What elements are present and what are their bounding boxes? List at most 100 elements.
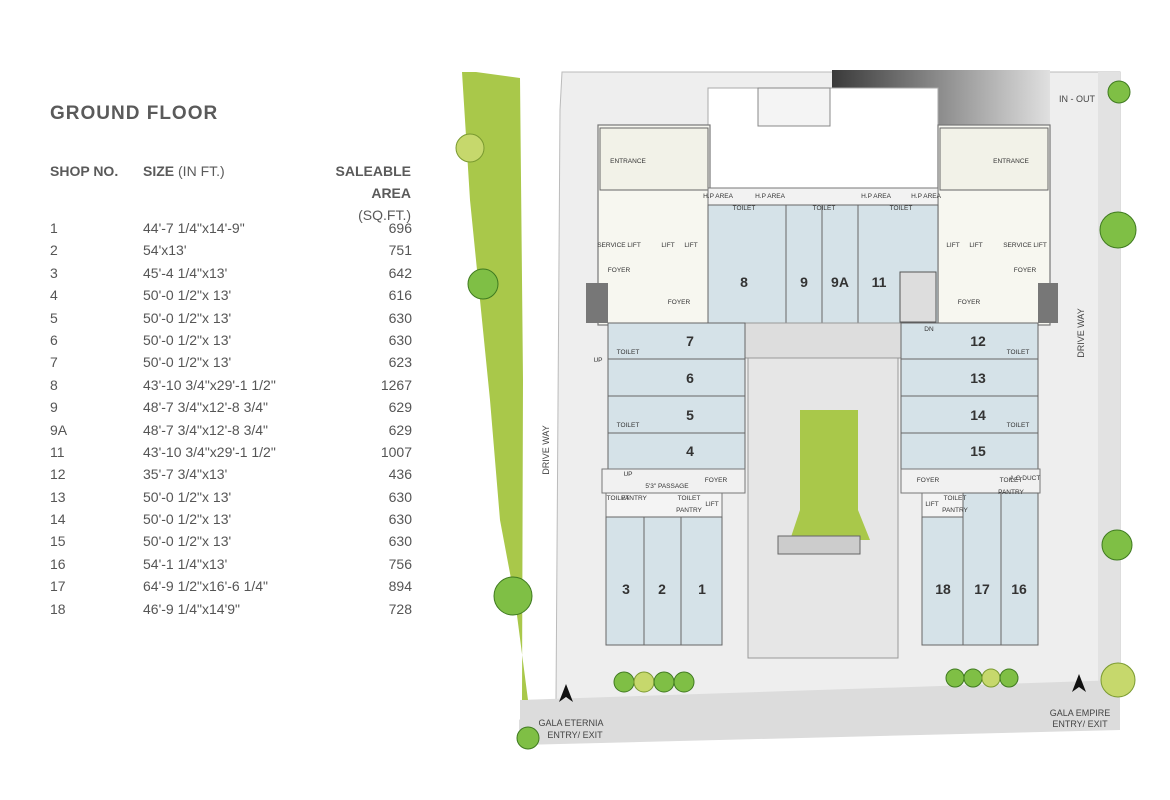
shop-14-area [900,395,1039,434]
lift-label: LIFT [969,242,982,249]
shop-12-area [900,322,1039,360]
toilet-label: TOILET [1007,349,1030,356]
passage-right [900,468,1041,494]
pantry-label: PANTRY [621,495,647,502]
shop-size: 50'-0 1/2"x 13' [143,287,232,304]
shop-18-area [921,516,964,646]
foyer-label: FOYER [958,299,981,306]
shop-label-1: 1 [698,581,706,597]
shop-area: 894 [388,578,412,595]
hp-area-label: H.P AREA [911,193,942,200]
shop-area: 630 [388,488,412,505]
gala-eternia-entry-label: ENTRY/ EXIT [547,730,603,740]
shop-number: 18 [50,600,66,617]
shop-label-11: 11 [872,274,887,290]
lift-label: LIFT [925,501,938,508]
entry-arrow-icon [1072,674,1086,692]
shop-number: 17 [50,578,66,595]
shop-label-9: 9 [800,274,808,290]
shop-area: 630 [388,533,412,550]
stair-center [899,271,937,323]
entrance-left [599,127,709,191]
shop-area: 616 [388,287,412,304]
shop-7-area [607,322,746,360]
shop-15-area [900,432,1039,470]
shop-label-7: 7 [686,333,694,349]
shop-5-area [607,395,746,434]
entrance-right [939,127,1049,191]
shop-number: 9 [50,399,58,416]
shop-label-13: 13 [970,370,986,386]
landscape-strip [462,72,528,700]
shop-number: 3 [50,264,58,281]
toilet-label: TOILET [617,349,640,356]
shop-number: 11 [50,443,65,460]
shop-number: 6 [50,331,58,348]
shop-size: 50'-0 1/2"x 13' [143,331,232,348]
shop-label-6: 6 [686,370,694,386]
tree-icon [633,671,655,693]
shop-6-area [607,358,746,397]
shop-size: 43'-10 3/4"x29'-1 1/2" [143,443,276,460]
toilet-label: TOILET [944,495,967,502]
shop-area: 630 [388,309,412,326]
stair-right [1038,283,1058,323]
shop-size: 50'-0 1/2"x 13' [143,511,232,528]
shop-number: 1 [50,220,58,236]
green-court [790,410,870,540]
tree-icon [981,668,1001,688]
shop-size: 54'-1 1/4"x13' [143,555,228,572]
shop-1-area [680,516,723,646]
tree-icon [455,133,485,163]
page-title: GROUND FLOOR [50,103,219,124]
shop-label-16: 16 [1011,581,1027,597]
foyer-label: FOYER [705,477,728,484]
toilet-label: TOILET [733,205,756,212]
tree-icon [613,671,635,693]
dn-label: DN [924,326,934,333]
tree-icon [653,671,675,693]
duct-label: A.C DUCT [1010,475,1041,482]
toilet-label: TOILET [1000,477,1023,484]
entrance-label-left: ENTRANCE [610,158,646,165]
lift-label: LIFT [684,242,697,249]
shop-4-area [607,432,746,470]
shop-area: 728 [388,600,412,617]
shop-size: 50'-0 1/2"x 13' [143,354,232,371]
shop-area: 436 [388,466,412,483]
tree-icon [1107,80,1131,104]
toilet-label: TOILET [1007,422,1030,429]
shop-number: 14 [50,511,66,528]
hp-area-label: H.P AREA [861,193,892,200]
stair-court [777,535,861,555]
shop-size: 43'-10 3/4"x29'-1 1/2" [143,376,276,393]
pantry-label: PANTRY [676,507,702,514]
gala-empire-label: GALA EMPIRE [1050,708,1111,718]
shop-label-18: 18 [935,581,951,597]
tree-icon [1099,211,1137,249]
shop-label-17: 17 [974,581,990,597]
toilet-label: TOILET [890,205,913,212]
tree-icon [673,671,695,693]
shop-label-2: 2 [658,581,666,597]
shop-area: 756 [388,555,412,572]
pantry-label: PANTRY [998,489,1024,496]
shop-label-5: 5 [686,407,694,423]
shop-size: 50'-0 1/2"x 13' [143,309,232,326]
shop-number: 16 [50,555,66,572]
shop-3-area [605,516,645,646]
hp-area-label: H.P AREA [703,193,734,200]
shop-label-15: 15 [970,443,986,459]
toilet-label: TOILET [678,495,701,502]
shop-label-8: 8 [740,274,748,290]
